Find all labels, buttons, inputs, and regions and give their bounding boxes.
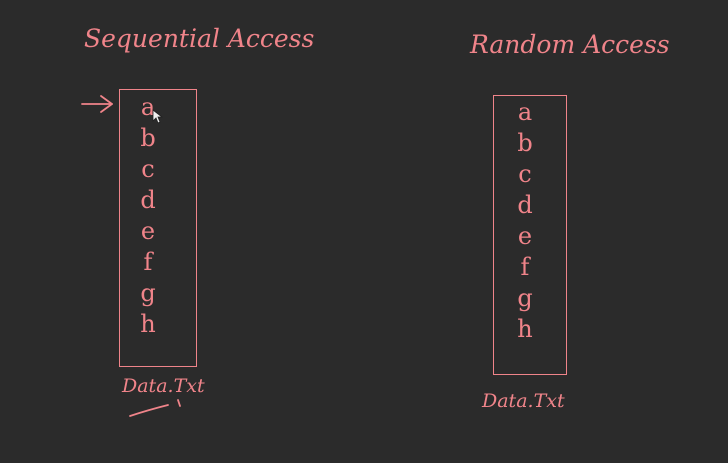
tick-mark xyxy=(177,399,181,407)
random-item: f xyxy=(520,253,530,281)
random-item: h xyxy=(517,315,533,343)
sequential-item: c xyxy=(141,155,155,183)
sequential-item: f xyxy=(143,248,153,276)
random-item: d xyxy=(517,191,533,219)
random-item: e xyxy=(517,222,533,250)
sequential-item: g xyxy=(140,279,156,307)
random-file-label: Data.Txt xyxy=(482,390,565,412)
random-item: c xyxy=(518,160,532,188)
sequential-item: b xyxy=(140,124,156,152)
sequential-file-box xyxy=(119,89,197,367)
random-item: a xyxy=(517,98,533,126)
random-item: g xyxy=(517,284,533,312)
random-file-box xyxy=(493,95,567,375)
mouse-cursor-icon xyxy=(152,109,164,124)
sequential-item: e xyxy=(140,217,156,245)
underline-stroke xyxy=(129,404,169,417)
sequential-item-list: a b c d e f g h xyxy=(119,92,177,340)
random-item-list: a b c d e f g h xyxy=(494,97,556,345)
sequential-item: d xyxy=(140,186,156,214)
sequential-file-label: Data.Txt xyxy=(122,375,205,397)
sequential-item: a xyxy=(140,93,156,121)
random-item: b xyxy=(517,129,533,157)
pointer-arrow-icon xyxy=(81,95,113,113)
random-access-title: Random Access xyxy=(470,30,670,59)
sequential-item: h xyxy=(140,310,156,338)
sequential-access-title: Sequential Access xyxy=(84,24,315,53)
